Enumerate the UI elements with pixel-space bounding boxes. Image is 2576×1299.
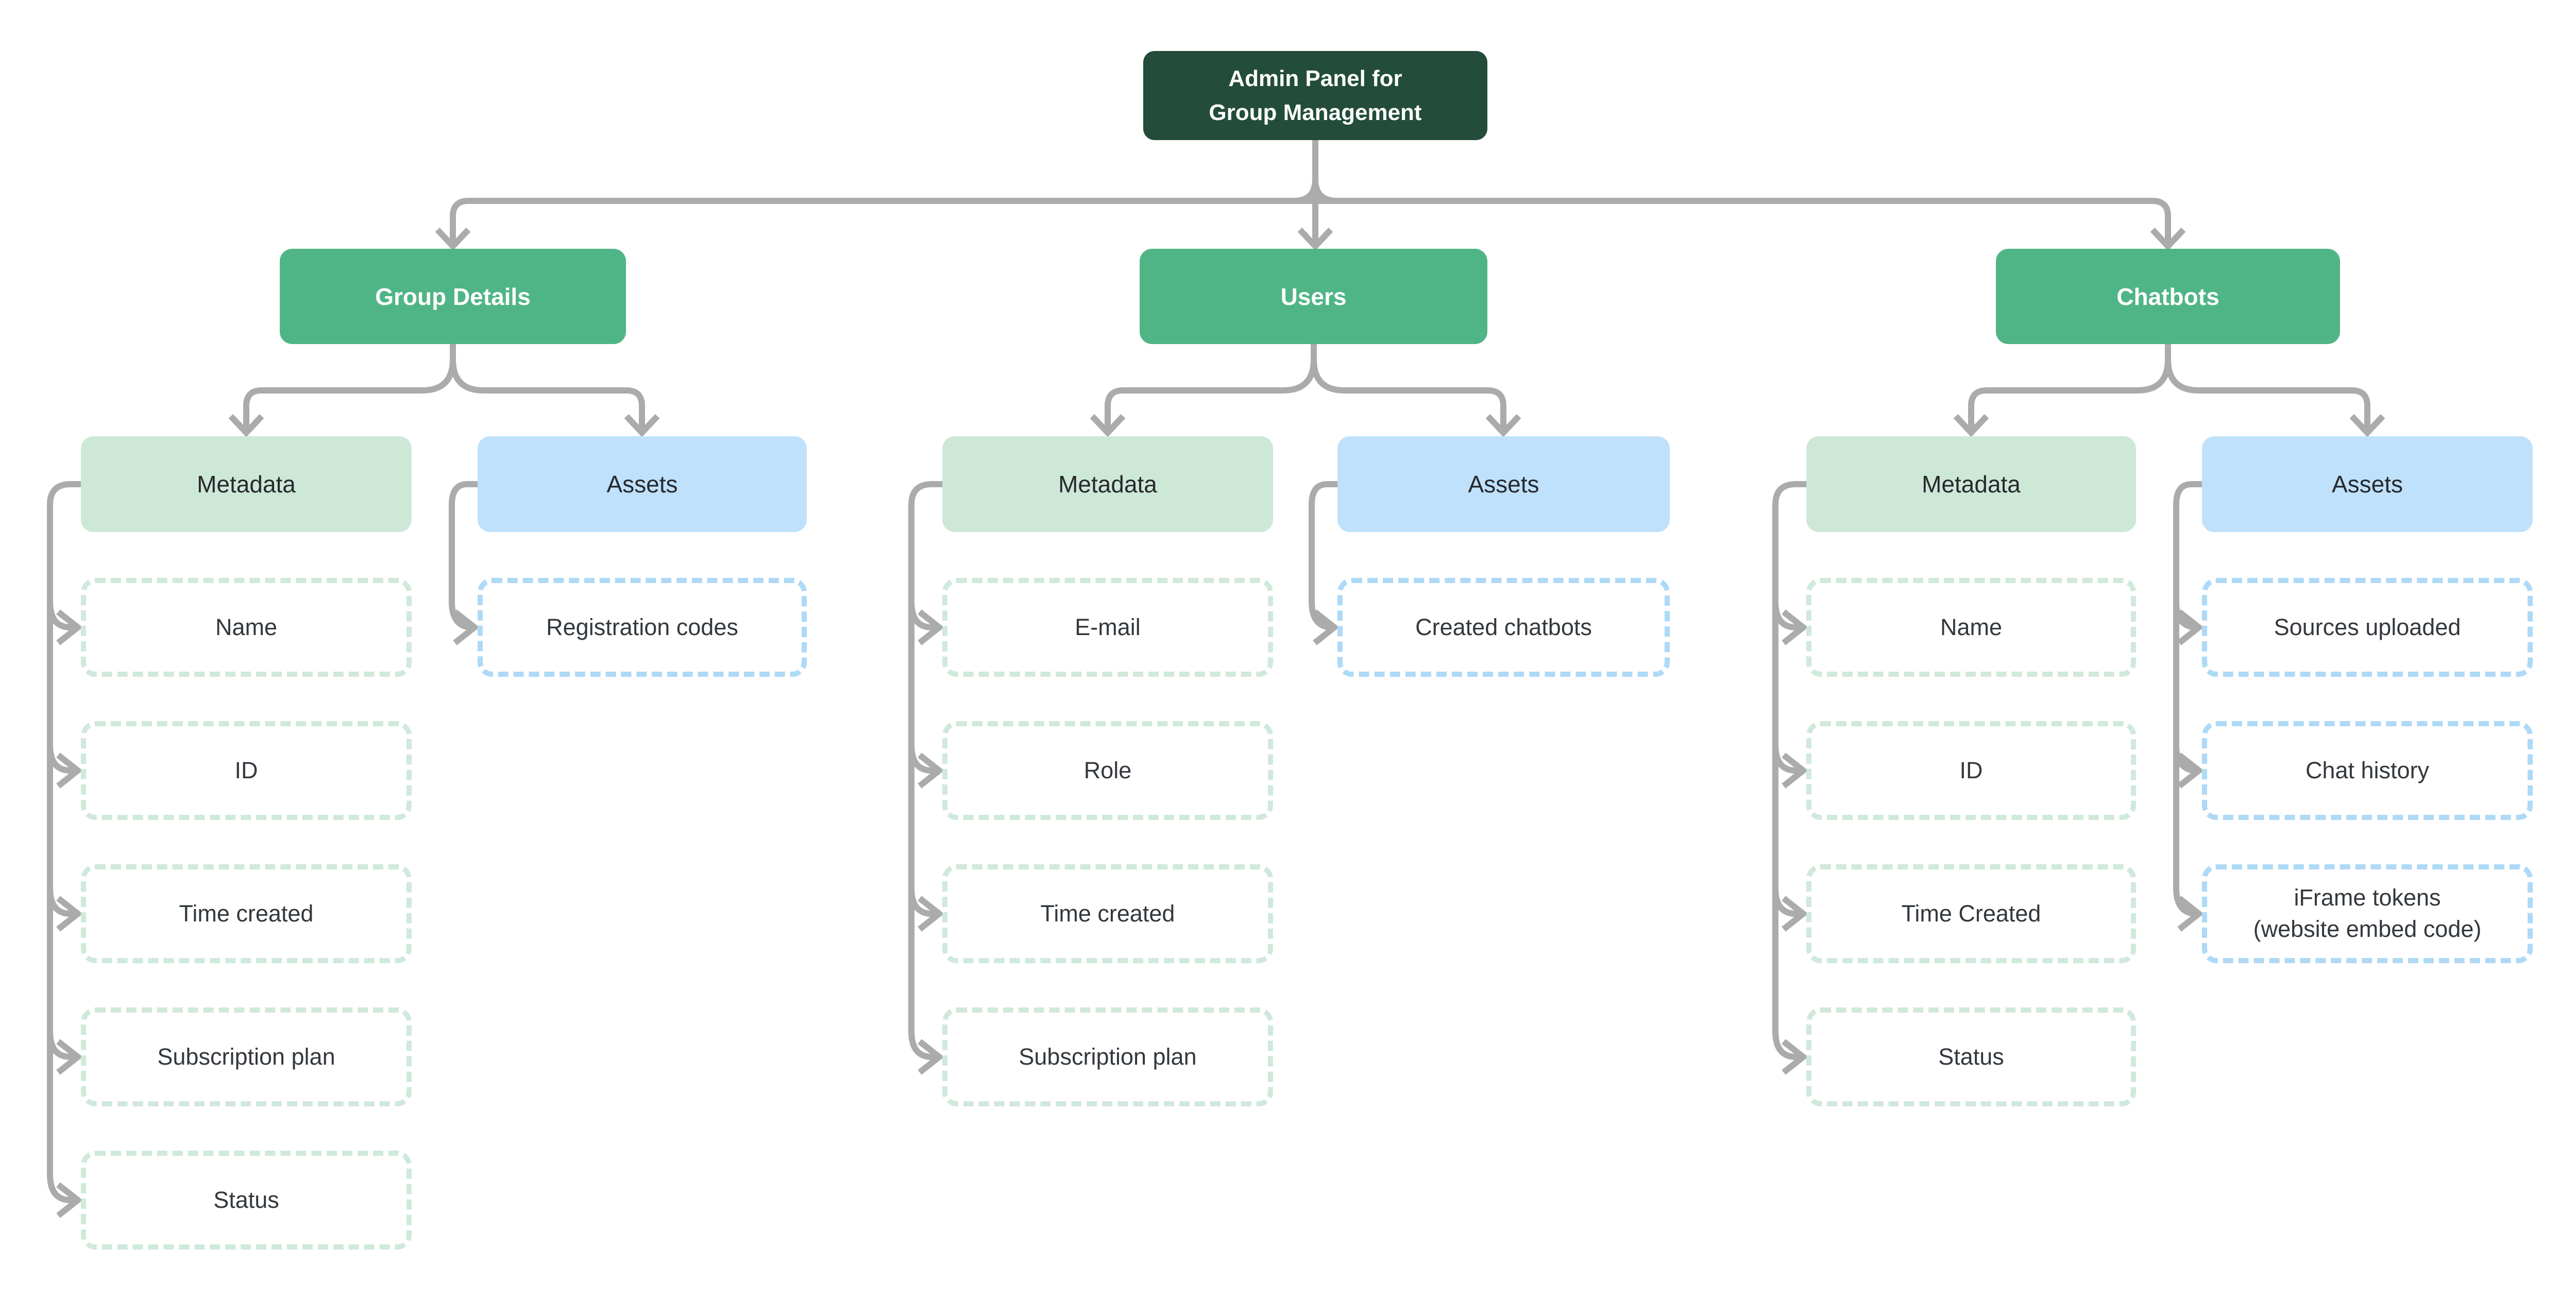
node-group-details: Group Details xyxy=(280,249,626,344)
leaf-chatbots-iframe-tokens: iFrame tokens (website embed code) xyxy=(2202,864,2533,963)
node-chatbots-metadata: Metadata xyxy=(1806,436,2136,532)
root-connector xyxy=(450,140,2171,245)
node-users-metadata: Metadata xyxy=(942,436,1273,532)
leaf-runner-connectors xyxy=(47,481,2202,1203)
leaf-chatbots-sources-uploaded: Sources uploaded xyxy=(2202,578,2533,677)
node-chatbots: Chatbots xyxy=(1996,249,2340,344)
leaf-users-subscription-plan: Subscription plan xyxy=(942,1007,1273,1106)
leaf-chatbots-name: Name xyxy=(1806,578,2136,677)
leaf-group-details-status: Status xyxy=(81,1151,412,1250)
leaf-group-details-subscription-plan: Subscription plan xyxy=(81,1007,412,1106)
leaf-chatbots-status: Status xyxy=(1806,1007,2136,1106)
node-admin-panel: Admin Panel for Group Management xyxy=(1143,51,1487,140)
leaf-group-details-registration-codes: Registration codes xyxy=(478,578,807,677)
node-group-details-assets: Assets xyxy=(478,436,807,532)
leaf-chatbots-chat-history: Chat history xyxy=(2202,721,2533,820)
leaf-group-details-name: Name xyxy=(81,578,412,677)
leaf-users-role: Role xyxy=(942,721,1273,820)
leaf-users-created-chatbots: Created chatbots xyxy=(1337,578,1670,677)
leaf-group-details-time-created: Time created xyxy=(81,864,412,963)
node-chatbots-assets: Assets xyxy=(2202,436,2533,532)
leaf-users-time-created: Time created xyxy=(942,864,1273,963)
branch-split-connectors xyxy=(243,344,2370,431)
arrowhead-chevrons xyxy=(56,227,2385,1218)
node-users-assets: Assets xyxy=(1337,436,1670,532)
leaf-chatbots-time-created: Time Created xyxy=(1806,864,2136,963)
leaf-users-email: E-mail xyxy=(942,578,1273,677)
node-users: Users xyxy=(1140,249,1487,344)
node-group-details-metadata: Metadata xyxy=(81,436,412,532)
leaf-chatbots-id: ID xyxy=(1806,721,2136,820)
leaf-group-details-id: ID xyxy=(81,721,412,820)
